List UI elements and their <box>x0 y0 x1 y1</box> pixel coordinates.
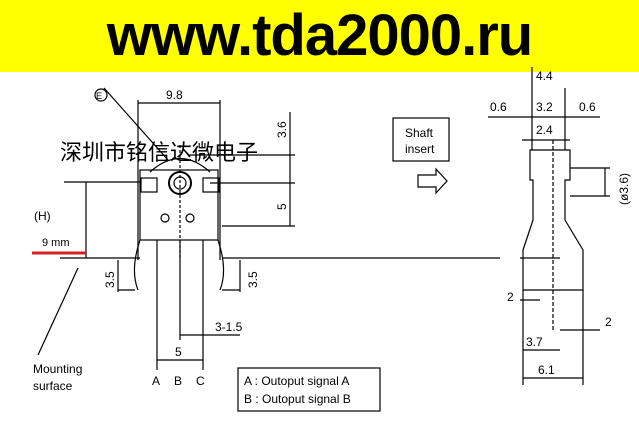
mounting-label-2: surface <box>33 379 73 393</box>
dim-top: 3.6 <box>275 121 289 138</box>
marker-e: E <box>96 91 102 101</box>
shaft-label-1: Shaft <box>405 126 434 140</box>
dim-2-left: 2 <box>507 290 514 304</box>
site-banner: www.tda2000.ru <box>0 0 639 72</box>
pin-a: A <box>152 374 160 388</box>
dim-pitch: 5 <box>175 345 182 359</box>
dim-mid: 5 <box>275 203 289 210</box>
arrow-right-icon <box>417 167 448 195</box>
dim-0-6-left: 0.6 <box>490 100 507 114</box>
dim-2-4: 2.4 <box>536 123 553 137</box>
dim-3-7: 3.7 <box>526 335 543 349</box>
encoder-body-top <box>149 158 211 173</box>
dim-3-2: 3.2 <box>536 100 553 114</box>
pin-c: C <box>196 374 205 388</box>
dim-2-right: 2 <box>605 315 612 329</box>
mounting-label-1: Mounting <box>33 362 82 376</box>
shaft-insert-box <box>392 117 450 162</box>
dim-leg-right: 3.5 <box>246 271 260 288</box>
dim-diameter: (ø3.6) <box>617 173 631 205</box>
dim-width: 9.8 <box>166 88 183 102</box>
dim-6-1: 6.1 <box>538 363 555 377</box>
site-url[interactable]: www.tda2000.ru <box>106 3 533 68</box>
dim-4-4: 4.4 <box>536 69 553 83</box>
shaft-label-2: insert <box>405 142 435 156</box>
dim-leg-left: 3.5 <box>103 271 117 288</box>
encoder-body <box>139 169 219 241</box>
height-label: (H) <box>34 209 51 223</box>
height-value: 9 mm <box>42 237 70 249</box>
legend-box <box>237 367 381 412</box>
watermark: 深圳市铭信达微电子 <box>60 140 258 165</box>
legend-b: B : Outoput signal B <box>244 392 351 406</box>
dim-pitch-small: 3-1.5 <box>215 320 243 334</box>
marker-e-circle <box>94 88 108 102</box>
dim-0-6-right: 0.6 <box>579 100 596 114</box>
pin-b: B <box>174 374 182 388</box>
legend-a: A : Outoput signal A <box>244 374 349 388</box>
